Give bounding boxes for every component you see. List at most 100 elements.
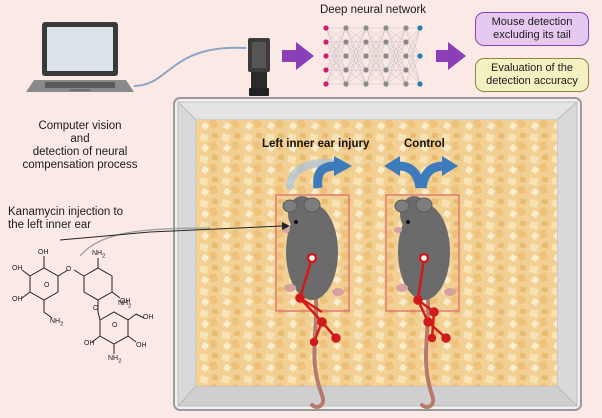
nn-node: [343, 67, 349, 73]
nn-edge: [345, 55, 367, 85]
bedding-floor: [196, 120, 557, 386]
injection-arrow-line: [59, 225, 283, 241]
mol-oh6: OH: [136, 342, 147, 349]
nn-edge: [345, 41, 367, 85]
computer-caption-line3: detection of neural: [32, 146, 128, 158]
nn-edge: [405, 55, 421, 85]
mol-oh1: OH: [38, 249, 49, 256]
network-label: Deep neural network: [319, 4, 427, 16]
computer-caption-line1: Computer vision: [38, 120, 122, 132]
nn-edge: [365, 27, 387, 85]
nn-edge: [345, 69, 367, 85]
pose-skeleton-left: [295, 252, 341, 347]
nn-node: [383, 39, 389, 45]
computer-caption: Computer vision and detection of neural …: [18, 120, 142, 172]
laptop-icon: [26, 22, 134, 92]
nn-edge: [405, 27, 421, 43]
nn-edge: [385, 27, 407, 43]
nn-node: [403, 81, 409, 87]
mol-oh5: OH: [143, 314, 154, 321]
mol-oh7: OH: [84, 340, 95, 347]
nn-edge: [405, 27, 421, 57]
open-field-arena: [173, 97, 582, 411]
left-mouse-label: Left inner ear injury: [262, 138, 370, 150]
output-box-detection: Mouse detection excluding its tail: [475, 12, 589, 46]
nn-edge: [325, 27, 347, 85]
nn-edge: [365, 55, 387, 85]
output-box-evaluation: Evaluation of the detection accuracy: [475, 58, 589, 92]
nn-node: [323, 39, 329, 45]
nn-node: [323, 67, 329, 73]
nn-node: [323, 25, 329, 31]
nn-edge: [325, 41, 347, 85]
mol-nh2-4: NH2: [108, 355, 122, 365]
nn-edge: [325, 69, 347, 85]
right-mouse-label: Control: [404, 138, 445, 150]
nn-node: [403, 39, 409, 45]
mol-oh3: OH: [12, 296, 23, 303]
injection-pointer-line: [79, 227, 211, 257]
mol-oh4: OH: [120, 298, 131, 305]
nn-node: [403, 67, 409, 73]
nn-node: [343, 25, 349, 31]
mol-o1: O: [66, 266, 72, 273]
computer-caption-line2: and: [70, 133, 90, 145]
nn-edge: [365, 69, 387, 85]
nn-node: [403, 53, 409, 59]
camera-cable: [133, 46, 247, 87]
neural-network-graphic: [323, 25, 423, 87]
nn-edge: [405, 55, 421, 71]
mol-o3: O: [93, 305, 99, 312]
pose-skeleton-right: [413, 252, 451, 343]
nn-edge: [405, 27, 421, 71]
nn-edge: [325, 27, 347, 71]
mol-oh2: OH: [12, 265, 23, 272]
injection-caption-line1: Kanamycin injection to: [8, 206, 124, 218]
nn-edge: [365, 27, 387, 57]
mol-nh2-3: NH2: [118, 300, 132, 310]
nn-node: [383, 53, 389, 59]
curl-arrow-right-mouse: [384, 156, 458, 189]
nn-edge: [385, 27, 407, 71]
nn-node: [383, 81, 389, 87]
nn-node: [343, 81, 349, 87]
nn-node: [323, 53, 329, 59]
nn-edge: [325, 55, 347, 85]
nn-edge: [365, 27, 387, 43]
nn-node: [417, 81, 423, 87]
arrow-to-outputs: [436, 42, 466, 70]
nn-edge: [345, 27, 367, 71]
injection-arrow-head: [282, 222, 290, 230]
nn-edge: [325, 27, 347, 43]
nn-node: [363, 25, 369, 31]
nn-edge: [365, 41, 387, 85]
nn-edge: [385, 41, 407, 85]
mol-nh2-1: NH2: [92, 250, 106, 260]
nn-node: [363, 67, 369, 73]
nn-node: [363, 39, 369, 45]
nn-edge: [385, 55, 407, 85]
mouse-right: [394, 196, 456, 409]
nn-edge: [385, 27, 407, 85]
nn-edge: [385, 27, 407, 57]
curl-arrow-left-mouse: [286, 156, 352, 190]
nn-edge: [405, 27, 421, 85]
nn-node: [383, 25, 389, 31]
nn-node: [363, 81, 369, 87]
mol-nh2-2: NH2: [50, 318, 64, 328]
nn-node: [343, 53, 349, 59]
arrow-to-network: [282, 42, 314, 70]
nn-edge: [345, 27, 367, 57]
nn-edge: [345, 27, 367, 85]
nn-edge: [405, 69, 421, 85]
computer-caption-line4: compensation process: [22, 159, 138, 171]
nn-node: [417, 25, 423, 31]
nn-node: [323, 81, 329, 87]
nn-node: [383, 67, 389, 73]
mol-o4: O: [112, 322, 118, 329]
camera-icon: [248, 38, 270, 96]
nn-edge: [385, 69, 407, 85]
nn-node: [343, 39, 349, 45]
nn-edge: [325, 27, 347, 57]
